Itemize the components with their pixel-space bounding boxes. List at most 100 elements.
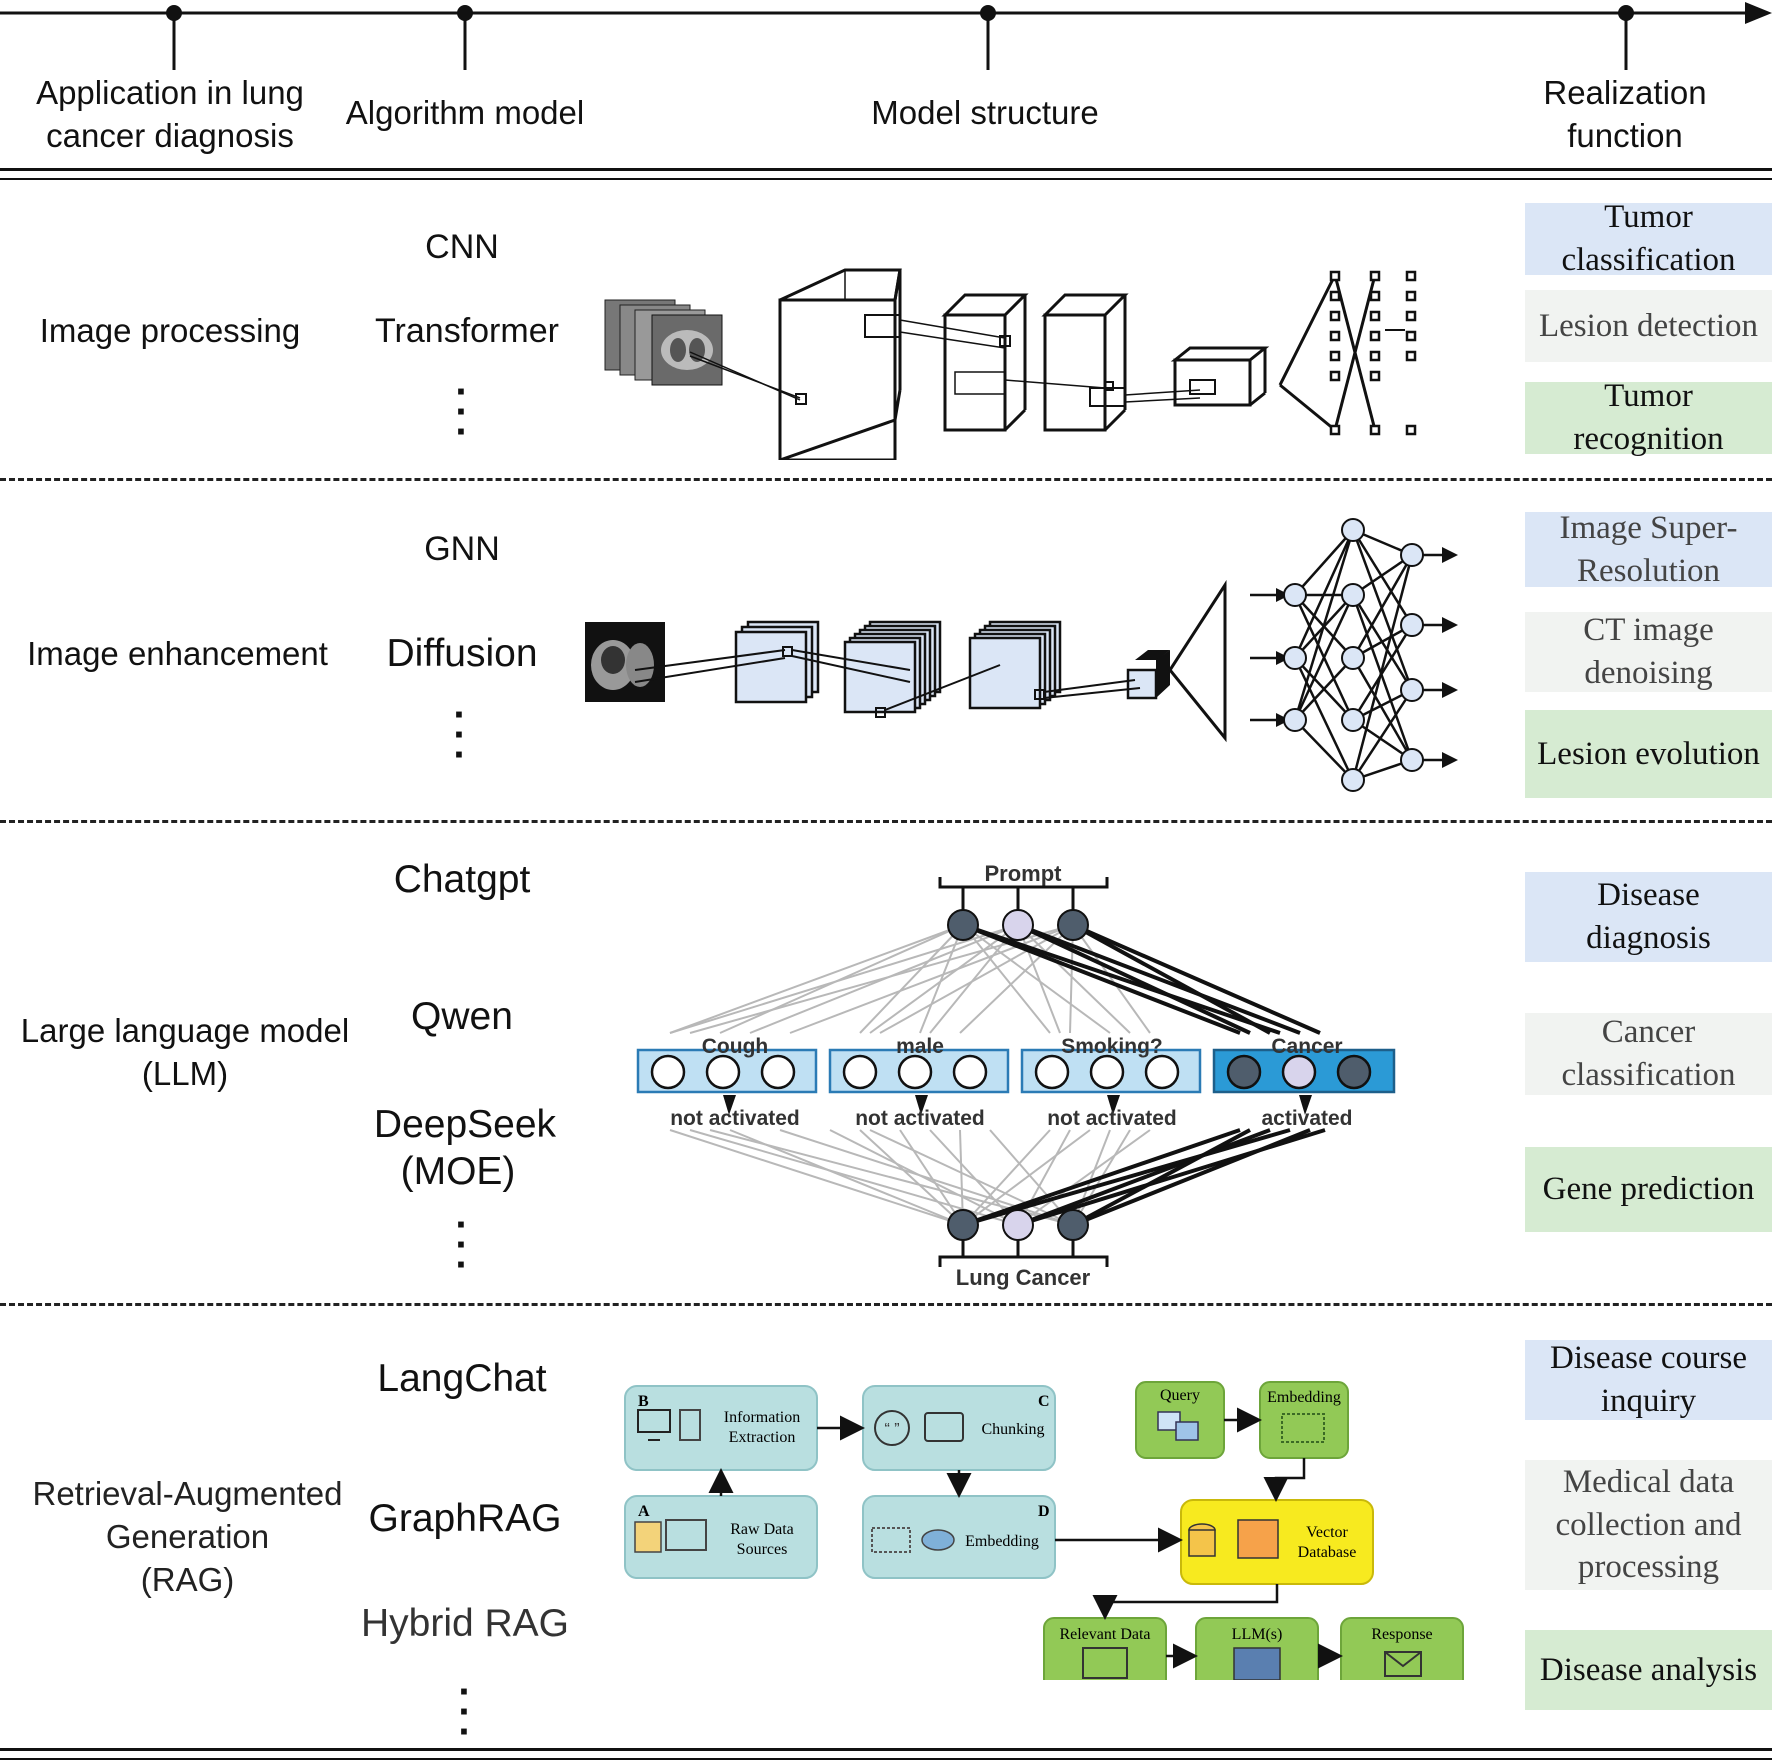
row4-model-langchat: LangChat	[377, 1357, 547, 1400]
svg-text:C: C	[1038, 1393, 1050, 1410]
cnn-diagram	[604, 268, 1417, 460]
row1-application: Image processing	[39, 312, 301, 349]
svg-text:Smoking?: Smoking?	[1061, 1035, 1163, 1058]
svg-text:Response: Response	[1371, 1626, 1432, 1643]
rag-chunking: C “ ” Chunking	[862, 1385, 1056, 1471]
svg-text:Chunking: Chunking	[981, 1421, 1044, 1438]
svg-text:Sources: Sources	[737, 1541, 788, 1558]
row3-model-chatgpt: Chatgpt	[393, 858, 531, 901]
row3-application: Large language model (LLM)	[5, 1010, 365, 1096]
svg-text:Vector: Vector	[1306, 1524, 1348, 1541]
row2-application: Image enhancement	[27, 635, 328, 672]
row3-model-moe: (MOE)	[400, 1150, 516, 1193]
rag-llm: LLM(s)	[1195, 1617, 1319, 1680]
row1-model-transformer: Transformer	[375, 312, 559, 350]
row4-application-line1: Retrieval-Augmented	[32, 1475, 343, 1512]
svg-text:D: D	[1038, 1503, 1050, 1520]
header-application-line2: cancer diagnosis	[46, 116, 294, 154]
row3-model-qwen: Qwen	[411, 995, 513, 1038]
rag-embedding-query: Embedding	[1259, 1381, 1349, 1459]
svg-text:Embedding: Embedding	[965, 1533, 1039, 1550]
svg-text:B: B	[638, 1393, 649, 1410]
svg-text:Relevant Data: Relevant Data	[1059, 1626, 1150, 1643]
header-application: Application in lung cancer diagnosis	[10, 72, 330, 158]
row2-model-diffusion: Diffusion	[386, 632, 538, 675]
svg-text:activated: activated	[1261, 1107, 1352, 1130]
row2-model-gnn: GNN	[424, 530, 500, 568]
svg-text:Cough: Cough	[702, 1035, 768, 1058]
row4-application: Retrieval-Augmented Generation (RAG)	[0, 1473, 375, 1602]
header-function-line1: Realization	[1543, 74, 1707, 111]
svg-text:Raw Data: Raw Data	[730, 1521, 794, 1538]
svg-text:Extraction: Extraction	[729, 1429, 796, 1446]
row4-application-line2: Generation	[105, 1517, 270, 1555]
row1-fn-lesion-detection: Lesion detection	[1525, 290, 1772, 362]
svg-text:not activated: not activated	[855, 1107, 985, 1130]
svg-text:Cancer: Cancer	[1271, 1035, 1342, 1058]
header-rule	[0, 168, 1772, 171]
header-function: Realization function	[1505, 72, 1745, 158]
row4-application-line3: (RAG)	[140, 1560, 235, 1598]
row3-application-line1: Large language model	[20, 1012, 350, 1049]
svg-text:not activated: not activated	[670, 1107, 800, 1130]
header-algorithm: Algorithm model	[345, 94, 585, 131]
row3-more-dots: ···	[455, 1203, 469, 1287]
timeline-markers	[166, 5, 1634, 70]
bottom-rule	[0, 1748, 1772, 1751]
row2-fn-super-resolution: Image Super-Resolution	[1525, 510, 1772, 589]
row4-model-graphrag: GraphRAG	[368, 1497, 562, 1540]
row-divider-1	[0, 478, 1772, 481]
row4-fn-disease-analysis: Disease analysis	[1525, 1630, 1772, 1710]
rag-pipeline: B Information Extraction C “ ” Chunking …	[624, 1381, 1464, 1680]
svg-text:Embedding: Embedding	[1267, 1389, 1341, 1406]
rag-raw-data-sources: A Raw Data Sources	[624, 1495, 818, 1579]
rag-relevant-data: Relevant Data	[1043, 1617, 1167, 1680]
ct-slices	[604, 299, 723, 386]
diffusion-diagram	[585, 518, 1458, 792]
bottom-rule-2	[0, 1758, 1772, 1760]
rag-response: Response	[1340, 1617, 1464, 1680]
expert-male: male not activated	[828, 1035, 1010, 1130]
header-function-line2: function	[1567, 116, 1683, 154]
expert-cough: Cough not activated	[636, 1035, 818, 1130]
timeline	[0, 2, 1772, 70]
rag-information-extraction: B Information Extraction	[624, 1385, 818, 1471]
gnn-network	[1250, 528, 1450, 782]
row3-model-deepseek: DeepSeek	[373, 1103, 557, 1146]
svg-text:Database: Database	[1298, 1544, 1357, 1561]
row2-fn-lesion-evolution: Lesion evolution	[1525, 710, 1772, 798]
row1-model-cnn: CNN	[425, 228, 499, 266]
row4-more-dots: ···	[458, 1670, 472, 1754]
row-divider-3	[0, 1303, 1772, 1306]
row1-more-dots: ···	[455, 370, 469, 454]
svg-text:male: male	[896, 1035, 944, 1058]
moe-diagram: Prompt Lung Cancer Cough not activated m…	[636, 861, 1396, 1290]
header-rule-2	[0, 178, 1772, 180]
lung-cancer-label: Lung Cancer	[956, 1265, 1091, 1290]
svg-text:not activated: not activated	[1047, 1107, 1177, 1130]
row4-model-hybrid-rag: Hybrid RAG	[360, 1602, 570, 1645]
prompt-label: Prompt	[985, 861, 1063, 886]
expert-cancer: Cancer activated	[1212, 1035, 1396, 1130]
header-application-line1: Application in lung	[36, 74, 304, 111]
rag-embedding: D Embedding	[862, 1495, 1056, 1579]
row3-fn-gene-prediction: Gene prediction	[1525, 1147, 1772, 1232]
svg-text:A: A	[638, 1503, 650, 1520]
row2-more-dots: ···	[453, 693, 467, 777]
expert-smoking: Smoking? not activated	[1020, 1035, 1202, 1130]
svg-text:Query: Query	[1160, 1387, 1200, 1404]
row3-application-line2: (LLM)	[141, 1054, 229, 1092]
rag-query: Query	[1135, 1381, 1225, 1459]
row-divider-2	[0, 820, 1772, 823]
header-structure: Model structure	[871, 94, 1099, 131]
rag-vector-database: Vector Database	[1180, 1499, 1374, 1585]
svg-text:“ ”: “ ”	[884, 1421, 899, 1438]
svg-text:LLM(s): LLM(s)	[1232, 1626, 1283, 1643]
